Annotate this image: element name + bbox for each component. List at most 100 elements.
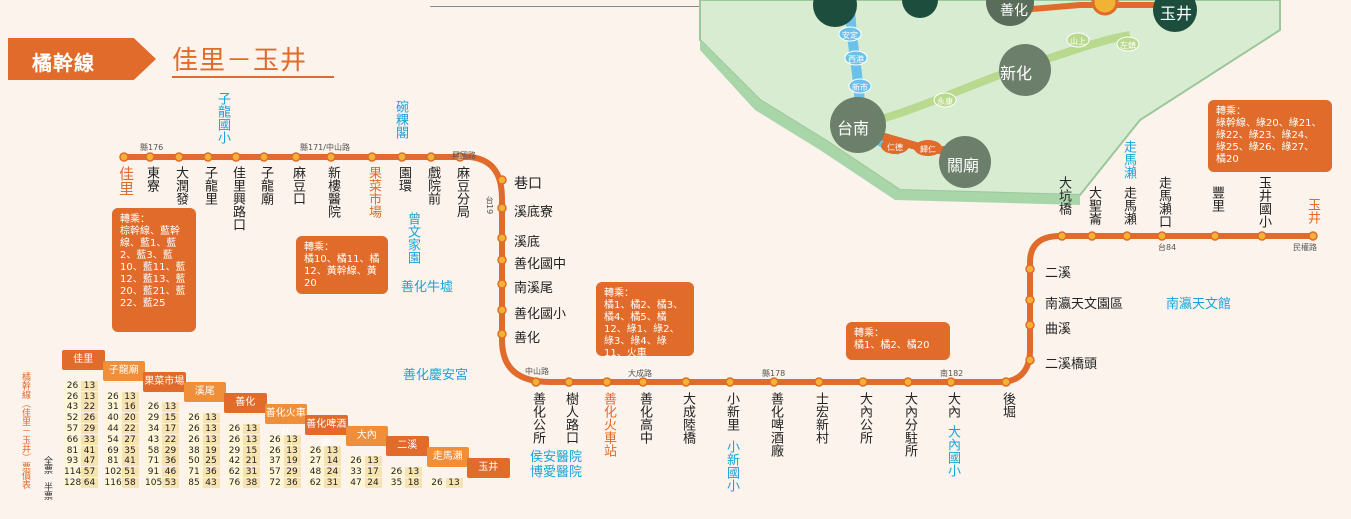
map-city-guanmiao: 關廟	[947, 156, 980, 175]
fare-cell: 13	[324, 445, 341, 456]
stop: 南溪尾	[514, 281, 554, 296]
stop-dot	[1210, 231, 1220, 241]
stop-dot	[291, 152, 301, 162]
stop: 豐里	[1209, 186, 1224, 212]
stop: 南瀛天文園區	[1045, 297, 1124, 312]
stop-dot	[1001, 377, 1011, 387]
fare-stage-tag: 走馬瀨	[426, 447, 469, 468]
fare-cell: 33	[347, 467, 365, 478]
fare-cell: 26	[266, 434, 284, 445]
map-label-zuozhen: 左鎮	[1120, 41, 1136, 50]
fare-cell: 102	[104, 467, 122, 478]
fare-cell: 58	[145, 445, 162, 456]
stop: 樹人路口	[563, 392, 578, 444]
stop-yujing: 玉井	[1305, 198, 1320, 224]
stop: 善化公所	[530, 392, 545, 444]
fare-cell: 71	[145, 456, 162, 467]
fare-cell: 33	[81, 434, 98, 445]
stop-dot	[1025, 264, 1035, 274]
fare-cell: 27	[121, 434, 139, 445]
stop-dot	[1025, 355, 1035, 365]
fare-cell: 24	[324, 467, 341, 478]
stop-dot	[1025, 295, 1035, 305]
stop: 二溪橋頭	[1045, 357, 1098, 372]
stop: 麻豆分局	[454, 166, 469, 218]
fare-cell: 26	[145, 402, 162, 413]
stop: 善化	[514, 331, 541, 346]
fare-cell: 41	[81, 445, 98, 456]
map-label-anding: 安定	[842, 31, 858, 40]
stop-dot	[326, 152, 336, 162]
stop: 小新里	[724, 392, 739, 431]
fare-cell: 46	[162, 467, 179, 478]
road-label: 縣176	[140, 143, 164, 152]
callout-title: 轉乘：	[1216, 106, 1246, 117]
fare-cell: 72	[266, 478, 284, 488]
road-label: 大成路	[628, 369, 652, 378]
fare-cell: 24	[364, 478, 382, 488]
fare-cell: 25	[202, 456, 220, 467]
road-label: 縣178	[762, 369, 786, 378]
stop-dot	[231, 152, 241, 162]
fare-cell: 13	[202, 434, 220, 445]
fare-cell: 29	[283, 467, 301, 478]
fare-cell: 128	[64, 478, 82, 488]
stop-dot	[1308, 231, 1318, 241]
stop: 大潤發	[173, 166, 188, 205]
fare-cell: 43	[145, 434, 162, 445]
stop-dot	[497, 279, 507, 289]
fare-cell: 26	[185, 424, 203, 434]
fare-cell: 22	[162, 434, 179, 445]
road-label: 南182	[940, 369, 964, 378]
connection-zilong-school: 子龍國小	[215, 92, 230, 144]
fare-cell: 19	[202, 445, 220, 456]
fare-stage-tag: 佳里	[62, 350, 105, 370]
fare-cell: 36	[283, 478, 301, 488]
stop: 麻豆口	[290, 166, 305, 205]
map-city-shanhua: 善化	[1000, 3, 1028, 19]
stop-dot	[367, 152, 377, 162]
fare-cell: 57	[266, 467, 284, 478]
fare-cell: 14	[324, 456, 341, 467]
fare-cell: 13	[202, 413, 220, 424]
stop-dot	[455, 152, 465, 162]
fare-cell: 57	[81, 467, 98, 478]
stop: 大內	[945, 392, 960, 418]
stop-dot	[497, 305, 507, 315]
connection-zoumalai: 走馬瀨	[1121, 140, 1136, 179]
fare-cell: 22	[81, 402, 98, 413]
fare-cell: 19	[283, 456, 301, 467]
stop-dot	[497, 203, 507, 213]
fare-cell: 91	[145, 467, 162, 478]
fare-cell: 13	[283, 434, 301, 445]
fare-cell: 41	[121, 456, 139, 467]
fare-cell: 81	[64, 445, 81, 456]
fare-cell: 76	[226, 478, 243, 488]
stop: 大聖崙	[1086, 186, 1101, 225]
fare-legend-full: 全票	[42, 456, 52, 474]
fare-cell: 29	[226, 445, 243, 456]
fare-cell: 69	[104, 445, 122, 456]
transfer-callout-yujing: 轉乘： 綠幹線、綠20、綠21、綠22、綠23、綠24、綠25、綠26、綠27、…	[1208, 100, 1332, 172]
map-city-xinhua: 新化	[1000, 64, 1033, 83]
stop-dot	[946, 377, 956, 387]
fare-cell: 31	[104, 402, 122, 413]
fare-cell: 26	[428, 478, 446, 488]
fare-cell: 36	[162, 456, 179, 467]
transfer-callout-jiali: 轉乘： 棕幹線、藍幹線、藍1、藍2、藍3、藍10、藍11、藍12、藍13、藍20…	[112, 208, 196, 332]
road-label: 興國路	[452, 151, 476, 160]
fare-cell: 18	[405, 478, 422, 488]
stop-dot	[203, 152, 213, 162]
stop: 園環	[396, 166, 411, 192]
route-subtitle: 佳里－玉井	[172, 46, 308, 76]
stop-dot	[1025, 320, 1035, 330]
fare-cell: 13	[81, 380, 98, 391]
stop-jiali: 佳里	[117, 166, 135, 196]
stop: 溪底	[514, 235, 541, 250]
fare-cell: 64	[81, 478, 98, 488]
fare-cell: 31	[324, 478, 341, 488]
callout-body: 橘1、橘2、橘3、橘4、橘5、橘12、綠1、綠2、綠3、綠4、綠11、火車	[604, 300, 684, 359]
fare-cell: 13	[243, 434, 260, 445]
